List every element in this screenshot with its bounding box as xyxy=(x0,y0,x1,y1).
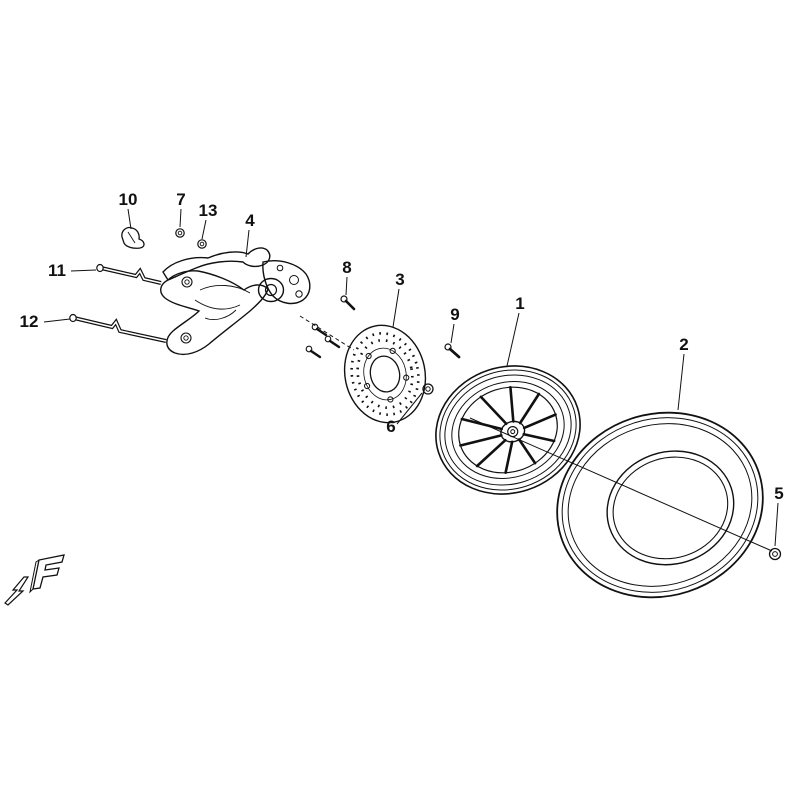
leader-12 xyxy=(43,318,71,323)
rim-outer-edge xyxy=(435,365,581,495)
bracket-axle-boss xyxy=(257,277,285,303)
leader-1 xyxy=(506,312,520,367)
tire-outer-contour xyxy=(556,411,764,599)
tire-tread-line xyxy=(561,417,759,593)
wheel-hub-center xyxy=(510,429,516,435)
leader-4 xyxy=(245,229,250,258)
disc-drill-holes-inner-ring xyxy=(356,338,414,410)
leader-10 xyxy=(127,208,132,230)
leader-8 xyxy=(345,276,348,296)
wheel-drawing xyxy=(435,365,581,495)
wheel-hub-bore xyxy=(507,426,519,438)
part-label-7: 7 xyxy=(176,190,185,209)
part-8-screw xyxy=(340,295,356,311)
rim-line-2 xyxy=(444,374,572,486)
bracket-top-arm xyxy=(162,247,271,281)
disc-bolt-holes xyxy=(364,347,410,403)
bracket-pivot-bore-lower xyxy=(183,335,189,341)
part-6-nut xyxy=(422,383,434,395)
rim-line-1 xyxy=(439,369,577,491)
f-letter-outline xyxy=(32,554,65,590)
leader-2 xyxy=(677,353,685,411)
part-label-3: 3 xyxy=(395,270,404,289)
leader-9 xyxy=(450,323,455,344)
bracket-pivot-hole-upper xyxy=(181,276,193,288)
leader-5 xyxy=(774,502,779,547)
part-5-nut xyxy=(768,547,782,561)
tire-sidewall-line xyxy=(567,423,753,587)
disc-drill-holes-outer-ring xyxy=(350,332,420,416)
part-10-fitting xyxy=(121,226,145,249)
bracket-pivot-hole-lower xyxy=(180,332,192,344)
bracket-axle-bore xyxy=(264,283,278,297)
part-label-4: 4 xyxy=(245,211,255,230)
part-11-bolt xyxy=(96,263,162,285)
part-label-11: 11 xyxy=(48,261,66,280)
wheel-spokes xyxy=(459,385,557,475)
part-label-6: 6 xyxy=(386,417,395,436)
rim-line-3 xyxy=(451,381,565,479)
assembly-axis xyxy=(299,315,773,552)
leader-11 xyxy=(70,269,97,272)
part-label-12: 12 xyxy=(20,312,39,331)
leader-lines xyxy=(43,208,779,547)
part-labels: 1 2 3 4 5 6 7 8 9 10 11 12 13 xyxy=(20,190,784,503)
bracket-main-body xyxy=(160,270,269,356)
disc-bolt-circle xyxy=(363,347,407,401)
part-label-5: 5 xyxy=(774,484,783,503)
swingarm-bracket-drawing xyxy=(160,247,311,356)
part-12-bolt xyxy=(69,313,167,343)
disc-center-hole xyxy=(369,355,401,393)
part-label-9: 9 xyxy=(450,305,459,324)
disc-mount-screws xyxy=(305,323,341,359)
part-label-1: 1 xyxy=(515,294,524,313)
part-label-13: 13 xyxy=(199,201,218,220)
bracket-pivot-bore-upper xyxy=(184,279,190,285)
bracket-plate-hole-1 xyxy=(289,275,299,285)
small-fasteners xyxy=(69,226,782,561)
leader-13 xyxy=(201,219,207,240)
tire-drawing xyxy=(556,411,764,599)
bracket-plate-hole-2 xyxy=(295,290,303,298)
zigzag-speed-arrow-icon xyxy=(4,576,30,606)
part-label-8: 8 xyxy=(342,258,351,277)
part-9-screw xyxy=(444,343,461,359)
f-letter-extrusion xyxy=(29,559,40,594)
disc-outer-edge xyxy=(343,324,427,424)
part-7-nut xyxy=(175,228,185,238)
axis-dashed-segment xyxy=(299,315,355,351)
brand-f-logo xyxy=(4,554,65,606)
brake-disc-drawing xyxy=(343,324,427,424)
bracket-caliper-plate xyxy=(262,260,311,305)
part-label-2: 2 xyxy=(679,335,688,354)
leader-3 xyxy=(392,288,400,328)
tire-bead-outer xyxy=(606,450,735,566)
leader-6 xyxy=(396,392,423,425)
part-label-10: 10 xyxy=(119,190,138,209)
bracket-plate-hole-3 xyxy=(276,264,284,272)
wheel-hub xyxy=(500,420,526,443)
leader-7 xyxy=(179,208,182,228)
bracket-rib-lines xyxy=(194,285,251,321)
part-13-nut xyxy=(197,239,207,249)
tire-bead-inner xyxy=(612,456,729,560)
